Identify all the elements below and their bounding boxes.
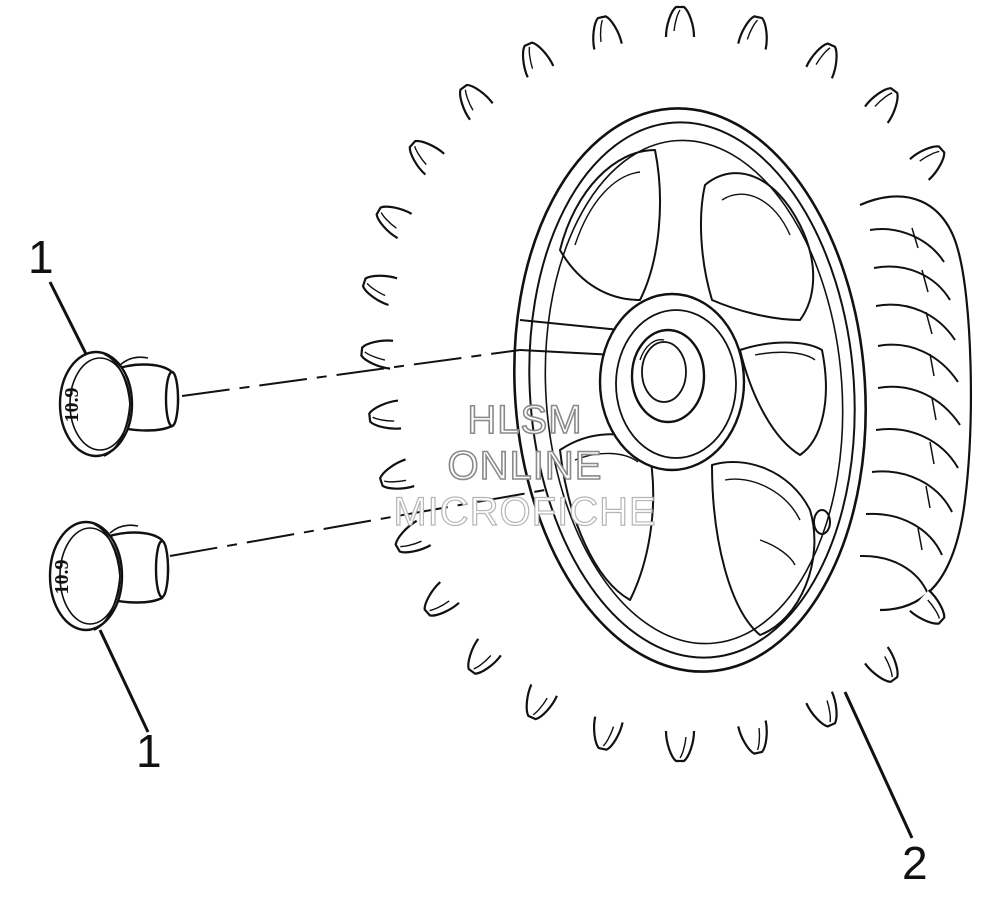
alignment-lines: [169, 349, 546, 557]
bolt-marking-lower: 10.9: [51, 560, 73, 595]
bolt-lower: [48, 520, 170, 632]
gear-spoke-windows: [519, 149, 831, 636]
bolt-head-lower: [48, 520, 124, 632]
gear-hub: [598, 292, 746, 472]
rear-pinion: [859, 195, 972, 612]
callout-1-bottom: 1: [136, 725, 162, 777]
gear-assembly: [358, 5, 972, 763]
leader-line-2: [843, 691, 914, 839]
leader-line-1-bottom: [98, 629, 150, 733]
leader-lines: [48, 281, 914, 839]
bolt-marking-upper: 10.9: [61, 388, 83, 423]
callout-2: 2: [902, 837, 928, 889]
gear-face-rim: [528, 121, 856, 659]
bolt-upper: [58, 350, 180, 458]
leader-line-1-top: [48, 281, 88, 355]
alignment-line-upper: [181, 349, 521, 397]
alignment-line-lower: [169, 489, 546, 557]
callout-1-top: 1: [28, 231, 54, 283]
bolt-head-upper: [58, 350, 134, 458]
